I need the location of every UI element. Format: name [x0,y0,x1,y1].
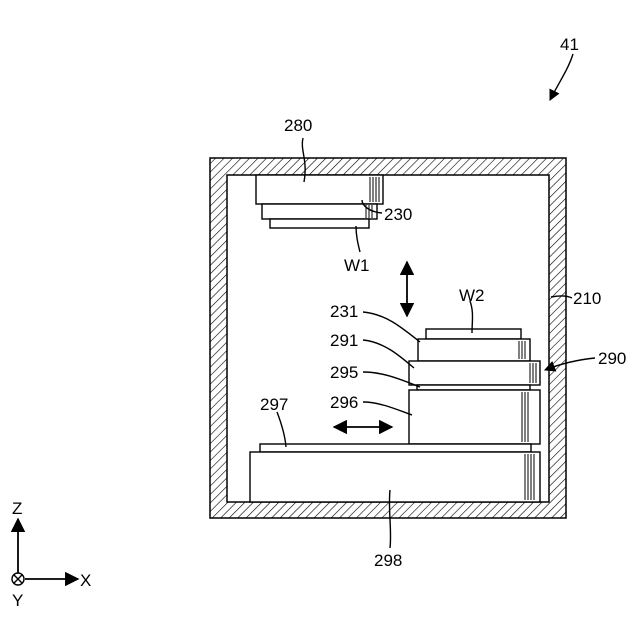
axis-label-z: Z [12,499,22,518]
wafer-W1 [270,219,369,228]
label-280: 280 [284,116,312,135]
wafer-W2 [426,329,521,339]
label-290: 290 [598,349,626,368]
head-280 [256,175,383,204]
y-axis-into-page-icon [12,573,24,585]
chuck-231 [418,339,530,361]
label-41: 41 [560,35,579,54]
stage-291 [409,361,540,385]
label-W1: W1 [344,256,370,275]
label-210: 210 [573,289,601,308]
label-230: 230 [384,205,412,224]
rail-297 [260,444,531,452]
coordinate-axes: Z X Y [12,499,91,610]
block-296 [409,390,540,444]
base-298 [250,452,540,502]
arrow-41-icon [550,54,573,100]
label-297: 297 [260,395,288,414]
spacer-295 [417,385,530,390]
label-295: 295 [330,363,358,382]
label-298: 298 [374,551,402,570]
label-296: 296 [330,393,358,412]
label-W2: W2 [459,286,485,305]
label-291: 291 [330,331,358,350]
axis-label-x: X [80,571,91,590]
chuck-230 [262,204,377,219]
axis-label-y: Y [12,591,23,610]
label-231: 231 [330,302,358,321]
